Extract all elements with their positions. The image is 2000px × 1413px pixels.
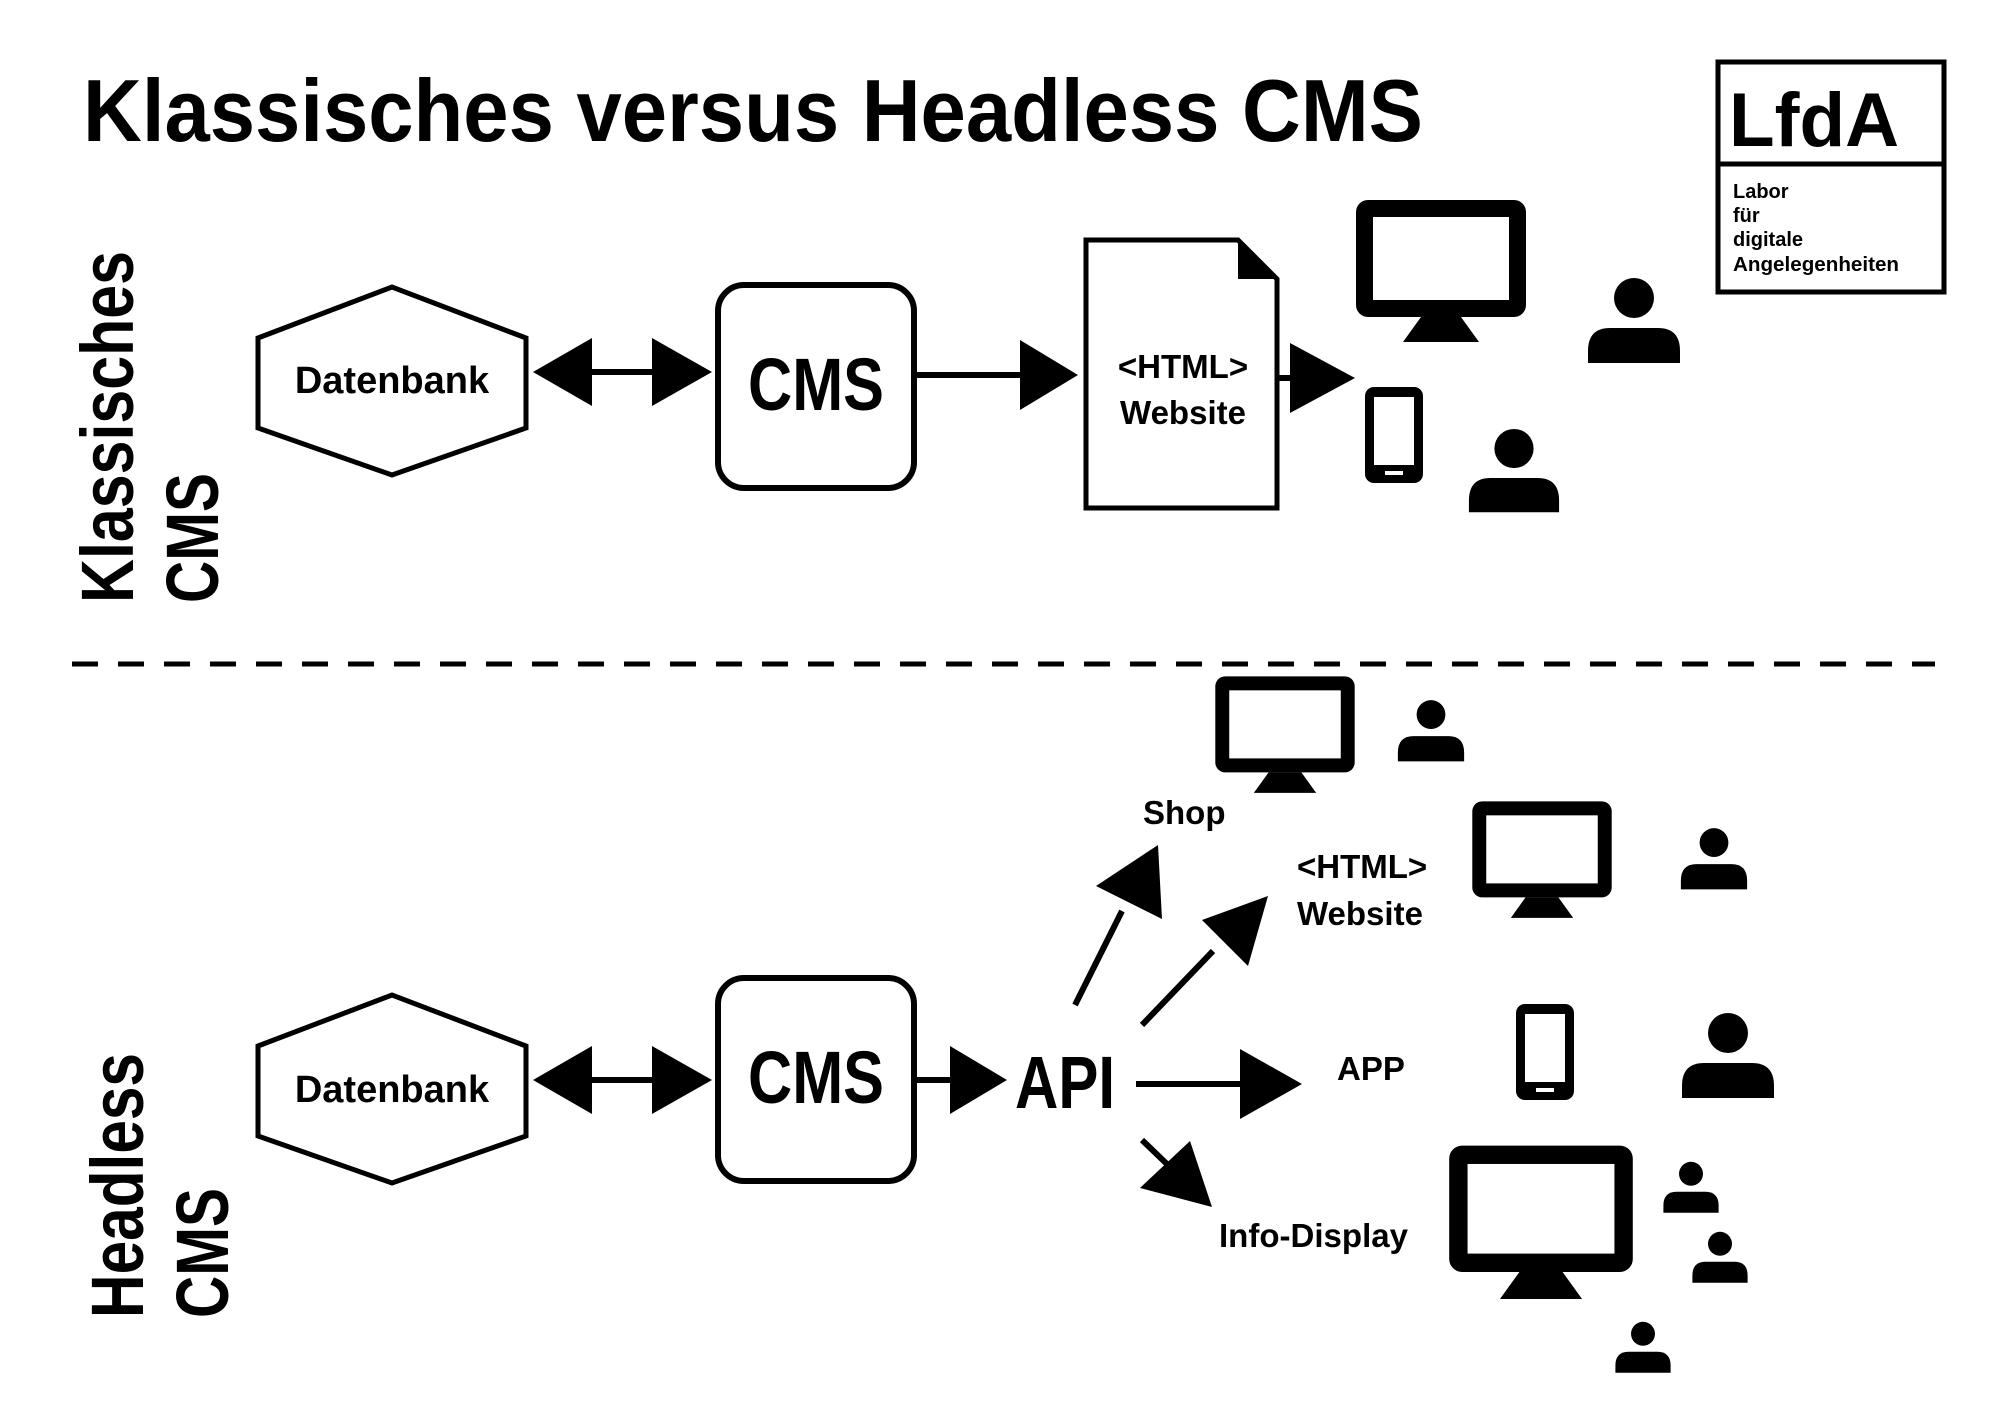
classic-db-cms-arrow: [533, 338, 712, 406]
headless-db-cms-arrow: [533, 1046, 712, 1114]
infodisplay-user-icon-3: [1615, 1321, 1671, 1373]
classic-database-label: Datenbank: [295, 360, 490, 402]
headless-section-label: Headless: [76, 1053, 159, 1318]
app-phone-icon: [1516, 1004, 1574, 1100]
output-infodisplay-label: Info-Display: [1219, 1217, 1409, 1254]
headless-section-label-cms: CMS: [161, 1188, 244, 1318]
shop-monitor-icon: [1215, 676, 1355, 793]
classic-website-label-html: <HTML>: [1118, 348, 1248, 385]
classic-website-label: Website: [1120, 394, 1246, 431]
headless-cms-label: CMS: [748, 1036, 884, 1119]
website-monitor-icon: [1472, 801, 1612, 918]
infodisplay-user-icon-1: [1663, 1161, 1719, 1213]
api-app-arrow: [1136, 1049, 1302, 1119]
classic-website-devices-arrow: [1279, 343, 1355, 413]
infodisplay-user-icon-2: [1692, 1231, 1748, 1283]
output-website-label: Website: [1297, 895, 1423, 932]
classic-cms-label: CMS: [748, 343, 884, 426]
website-user-icon: [1680, 828, 1748, 890]
classic-monitor-icon: [1356, 200, 1526, 342]
output-shop-label: Shop: [1143, 794, 1225, 831]
headless-cms-section: Headless CMS Datenbank CMS API: [76, 676, 1774, 1373]
api-shop-arrow: [1072, 845, 1162, 1007]
classic-section-label-cms: CMS: [151, 473, 234, 603]
classic-cms-section: Klassisches CMS Datenbank CMS <HTML> Web…: [66, 200, 1680, 603]
api-website-arrow: [1139, 896, 1268, 1028]
classic-database-shape: [255, 284, 529, 478]
classic-phone-icon: [1365, 387, 1423, 483]
classic-cms-box: [715, 282, 917, 491]
classic-website-document: [1083, 237, 1280, 511]
infodisplay-monitor-icon: [1449, 1145, 1633, 1299]
headless-cms-box: [715, 975, 917, 1184]
classic-user-icon-2: [1468, 428, 1560, 513]
logo-short: LfdA: [1729, 78, 1899, 163]
logo-line-1: Labor: [1733, 181, 1789, 203]
api-infodisplay-arrow: [1139, 1137, 1212, 1207]
logo-line-2: für: [1733, 205, 1760, 227]
app-user-icon: [1682, 1013, 1774, 1098]
classic-cms-website-arrow: [917, 340, 1078, 410]
headless-cms-api-arrow: [917, 1046, 1007, 1114]
shop-user-icon: [1397, 700, 1465, 762]
logo-line-4: Angelegenheiten: [1733, 254, 1899, 276]
headless-database-shape: [255, 992, 529, 1186]
diagram-title: Klassisches versus Headless CMS: [83, 61, 1423, 160]
classic-user-icon-1: [1588, 278, 1680, 363]
lfda-logo: LfdA Labor für digitale Angelegenheiten: [1715, 59, 1947, 295]
api-label: API: [1015, 1041, 1115, 1124]
headless-database-label: Datenbank: [295, 1069, 490, 1111]
output-app-label: APP: [1337, 1050, 1405, 1087]
logo-line-3: digitale: [1733, 229, 1803, 251]
classic-section-label: Klassisches: [66, 251, 149, 603]
output-website-label-html: <HTML>: [1297, 848, 1427, 885]
